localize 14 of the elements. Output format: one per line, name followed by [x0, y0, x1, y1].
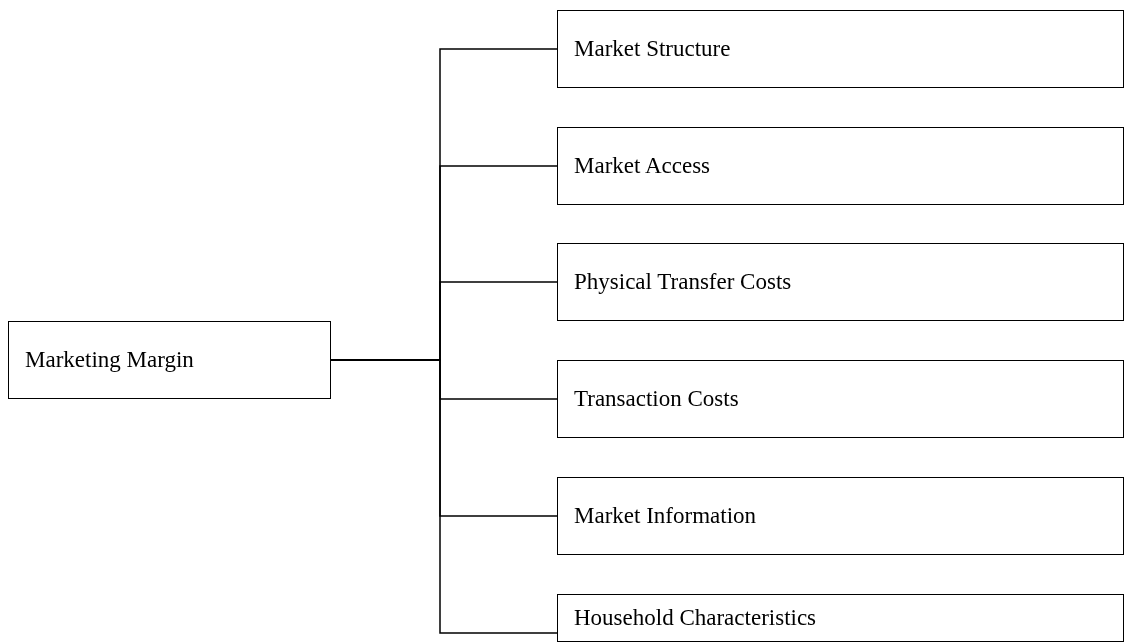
box-label: Market Information	[574, 503, 757, 529]
box-label: Transaction Costs	[574, 386, 739, 412]
factor-box	[557, 127, 1124, 205]
box-label: Market Access	[574, 153, 711, 179]
root-box	[8, 321, 331, 399]
factor-box	[557, 10, 1124, 88]
factor-box	[557, 360, 1124, 438]
box-label: Physical Transfer Costs	[574, 269, 792, 295]
factor-box	[557, 477, 1124, 555]
box-label: Market Structure	[574, 36, 731, 62]
box-label: Household Characteristics	[574, 605, 817, 631]
factor-box	[557, 594, 1124, 642]
box-label: Marketing Margin	[25, 347, 194, 373]
factor-box	[557, 243, 1124, 321]
